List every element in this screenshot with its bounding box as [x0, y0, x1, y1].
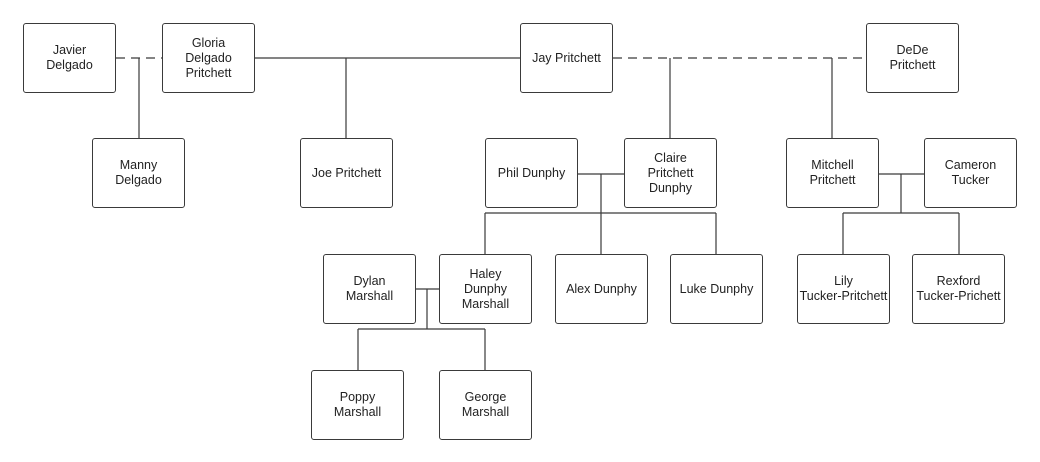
person-mitchell-pritchett: Mitchell Pritchett	[786, 138, 879, 208]
link-phil-claire-kids	[484, 174, 717, 254]
person-label: Gloria Delgado Pritchett	[185, 35, 232, 80]
person-haley-dunphy-marshall: Haley Dunphy Marshall	[439, 254, 532, 324]
person-label: Mitchell Pritchett	[809, 158, 856, 187]
person-joe-pritchett: Joe Pritchett	[300, 138, 393, 208]
person-label: Alex Dunphy	[566, 281, 637, 296]
person-label: Jay Pritchett	[532, 50, 601, 65]
person-label: Haley Dunphy Marshall	[461, 266, 510, 311]
person-label: George Marshall	[461, 390, 510, 419]
person-dede-pritchett: DeDe Pritchett	[866, 23, 959, 93]
person-label: Poppy Marshall	[333, 390, 382, 419]
person-rexford-tucker-prichett: Rexford Tucker-Prichett	[912, 254, 1005, 324]
person-label: Manny Delgado	[115, 158, 162, 187]
person-label: Claire Pritchett Dunphy	[647, 150, 694, 195]
link-mitchell-cameron-kids	[842, 174, 960, 254]
link-dylan-haley-kids	[357, 289, 486, 370]
person-label: Rexford Tucker-Prichett	[916, 274, 1001, 303]
person-lily-tucker-pritchett: Lily Tucker-Pritchett	[797, 254, 890, 324]
person-label: Dylan Marshall	[345, 274, 394, 303]
person-label: Javier Delgado	[46, 43, 93, 72]
person-label: Joe Pritchett	[311, 165, 382, 180]
person-dylan-marshall: Dylan Marshall	[323, 254, 416, 324]
person-claire-pritchett-dunphy: Claire Pritchett Dunphy	[624, 138, 717, 208]
person-label: Phil Dunphy	[497, 165, 566, 180]
person-phil-dunphy: Phil Dunphy	[485, 138, 578, 208]
person-gloria-delgado-pritchett: Gloria Delgado Pritchett	[162, 23, 255, 93]
person-jay-pritchett: Jay Pritchett	[520, 23, 613, 93]
person-luke-dunphy: Luke Dunphy	[670, 254, 763, 324]
person-alex-dunphy: Alex Dunphy	[555, 254, 648, 324]
person-george-marshall: George Marshall	[439, 370, 532, 440]
person-poppy-marshall: Poppy Marshall	[311, 370, 404, 440]
person-cameron-tucker: Cameron Tucker	[924, 138, 1017, 208]
person-label: Lily Tucker-Pritchett	[799, 274, 888, 303]
person-javier-delgado: Javier Delgado	[23, 23, 116, 93]
person-label: DeDe Pritchett	[889, 43, 936, 72]
person-manny-delgado: Manny Delgado	[92, 138, 185, 208]
person-label: Cameron Tucker	[944, 158, 997, 187]
person-label: Luke Dunphy	[679, 281, 754, 296]
